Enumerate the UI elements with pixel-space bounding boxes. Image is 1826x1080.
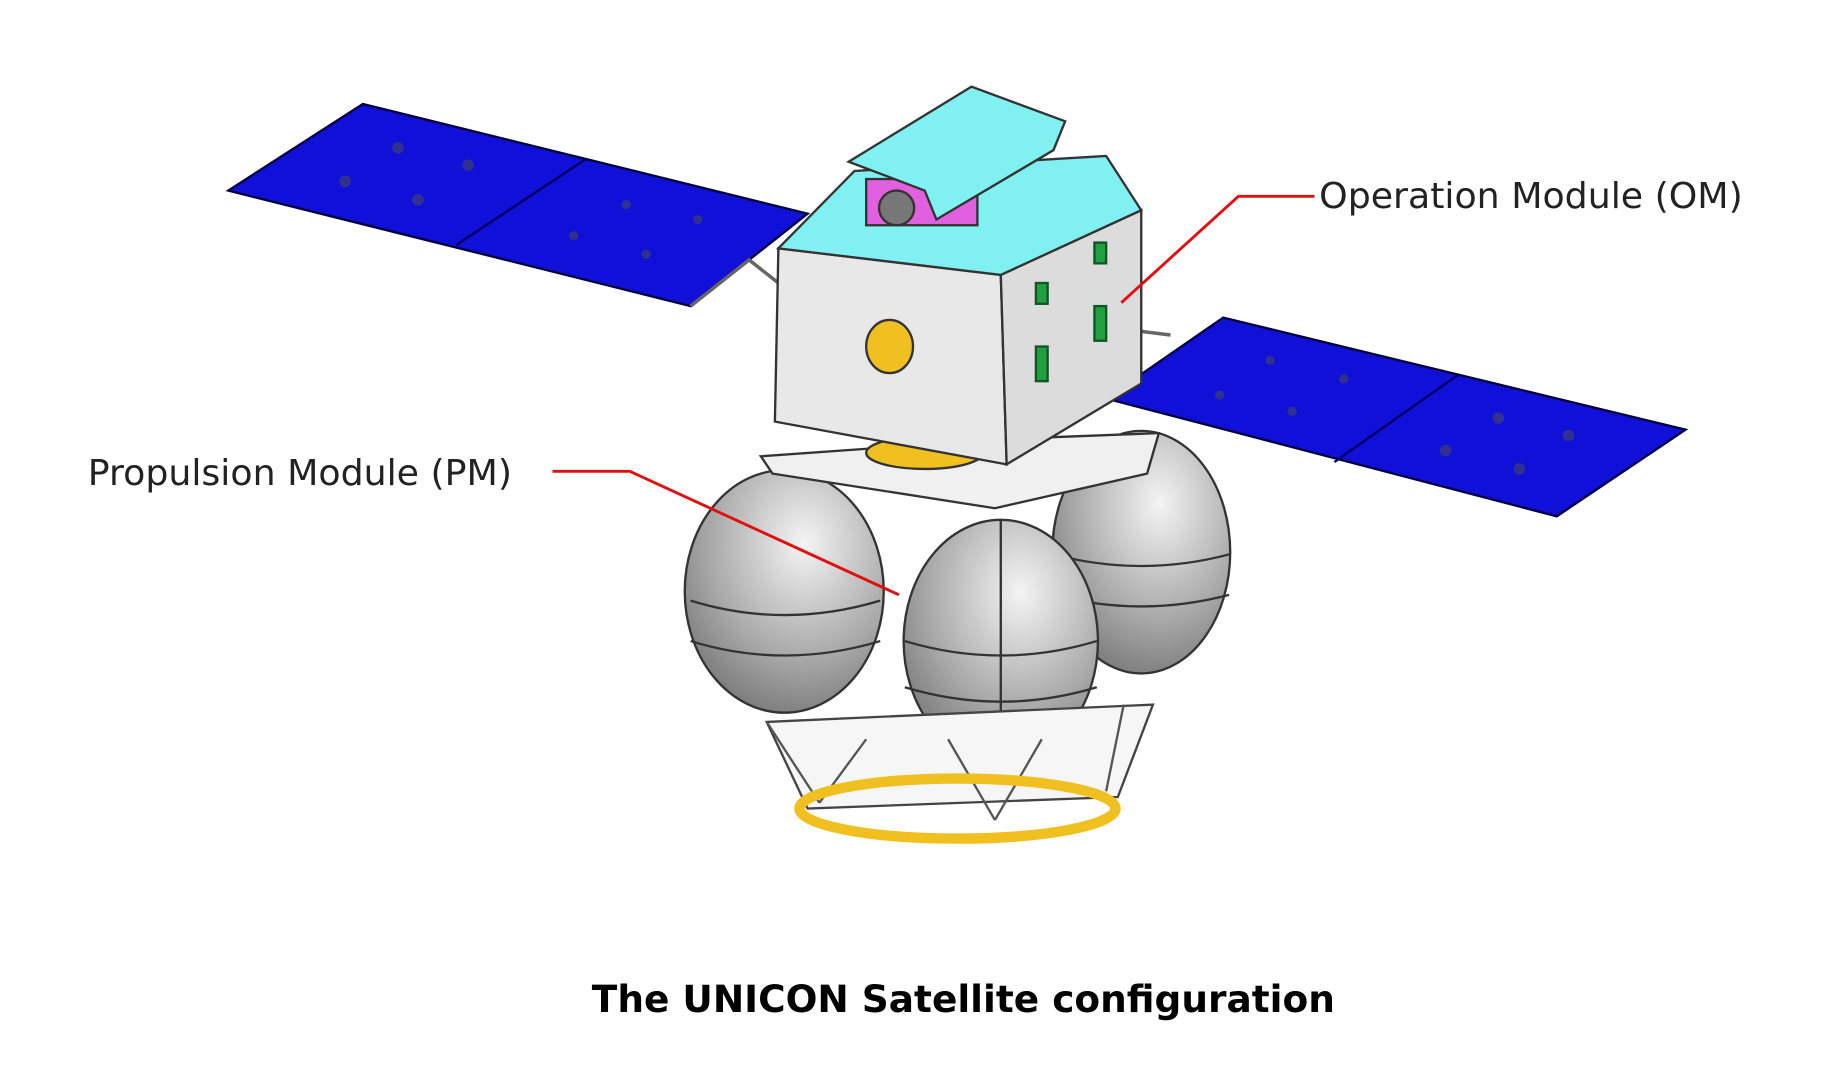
propellant-tanks	[683, 429, 1232, 764]
om-leader-line	[1120, 194, 1315, 304]
operation-module-body	[758, 208, 1161, 510]
operation-module-label: Operation Module (OM)	[1319, 176, 1743, 217]
right-solar-panel	[1050, 316, 1689, 518]
top-deck	[775, 85, 1143, 277]
pm-leader-line	[552, 469, 900, 597]
launch-adapter	[764, 703, 1155, 844]
propulsion-module-label: Propulsion Module (PM)	[88, 453, 512, 494]
figure-caption: The UNICON Satellite configuration	[592, 977, 1335, 1021]
left-solar-panel	[225, 102, 811, 308]
